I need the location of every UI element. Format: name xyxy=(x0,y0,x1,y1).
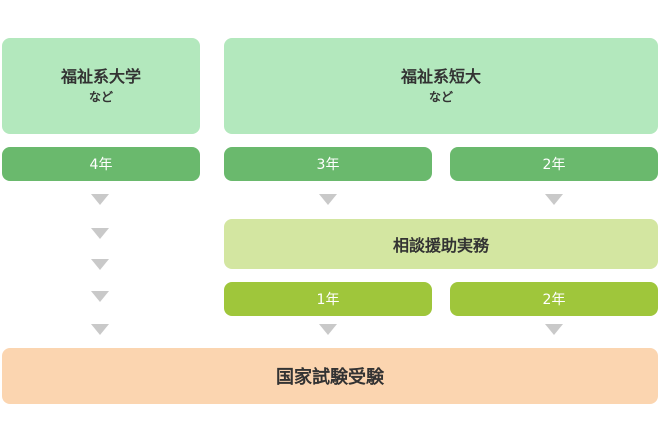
practice-years-b-pill: 2年 xyxy=(450,282,658,316)
flow-arrow-icon xyxy=(545,324,563,335)
flow-arrow-icon xyxy=(91,324,109,335)
flow-arrow-icon xyxy=(91,291,109,302)
practice-box: 相談援助実務 xyxy=(224,219,658,269)
university-years-pill: 4年 xyxy=(2,147,200,181)
junior-college-box: 福祉系短大 など xyxy=(224,38,658,134)
flow-arrow-icon xyxy=(319,324,337,335)
flow-arrow-icon xyxy=(545,194,563,205)
junior-college-title: 福祉系短大 xyxy=(400,67,481,86)
university-sub: など xyxy=(88,90,113,104)
flow-arrow-icon xyxy=(319,194,337,205)
flow-arrow-icon xyxy=(91,228,109,239)
junior-college-years-a-pill: 3年 xyxy=(224,147,432,181)
flow-arrow-icon xyxy=(91,194,109,205)
practice-years-a-pill: 1年 xyxy=(224,282,432,316)
junior-college-years-b-pill: 2年 xyxy=(450,147,658,181)
university-box: 福祉系大学 など xyxy=(2,38,200,134)
flow-arrow-icon xyxy=(91,259,109,270)
junior-college-sub: など xyxy=(428,90,453,104)
national-exam-box: 国家試験受験 xyxy=(2,348,658,404)
university-title: 福祉系大学 xyxy=(60,67,141,86)
